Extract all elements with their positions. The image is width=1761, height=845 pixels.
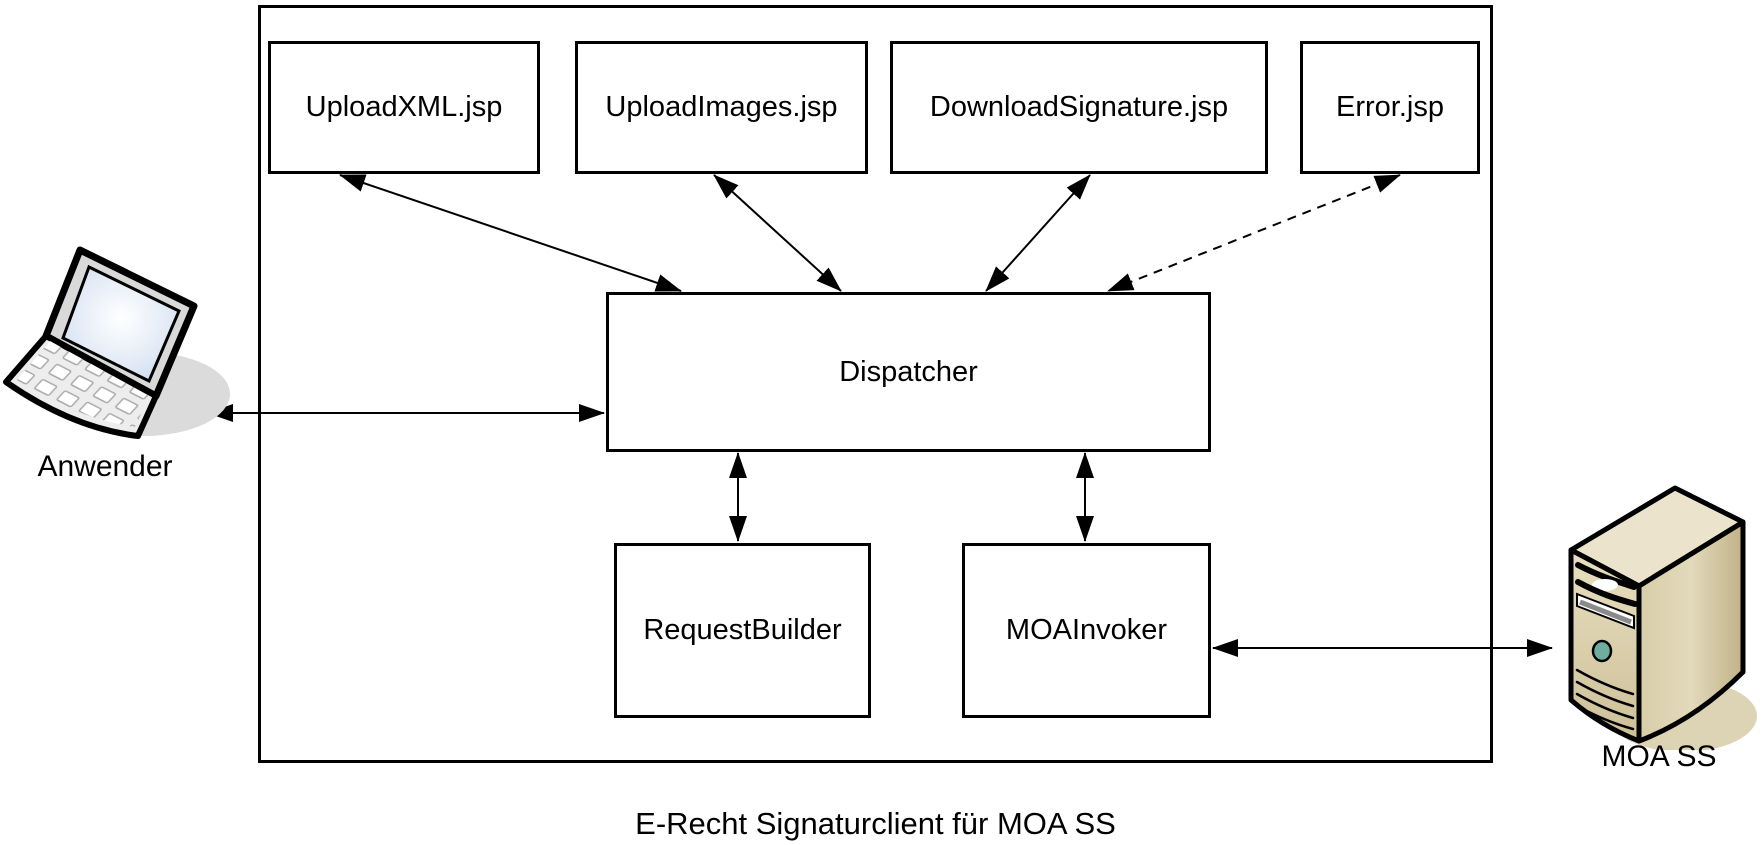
laptop-keyboard [17, 341, 149, 427]
edge-error-dispatcher [1107, 174, 1401, 292]
node-dispatcher: Dispatcher [606, 292, 1211, 452]
server-icon [1568, 485, 1757, 750]
node-downloadsignature: DownloadSignature.jsp [890, 41, 1268, 174]
edge-uploadimages-dispatcher [713, 174, 842, 292]
server-vents [1575, 668, 1635, 731]
server-slot-highlight [1592, 579, 1618, 591]
node-errorjsp: Error.jsp [1300, 41, 1480, 174]
anwender-label: Anwender [37, 450, 173, 483]
server-cd-slit [1579, 599, 1632, 625]
node-uploadxml: UploadXML.jsp [268, 41, 540, 174]
moa-ss-label: MOA SS [1601, 740, 1717, 773]
system-boundary [258, 5, 1493, 763]
server-side-face [1636, 519, 1746, 744]
node-moainvoker: MOAInvoker [962, 543, 1211, 718]
server-slot-bottom [1575, 579, 1638, 607]
laptop-front-edge [135, 401, 155, 435]
diagram-caption: E-Recht Signaturclient für MOA SS [635, 806, 1116, 841]
node-uploadimages: UploadImages.jsp [575, 41, 868, 174]
laptop-icon [3, 246, 230, 439]
node-requestbuilder: RequestBuilder [614, 543, 871, 718]
server-slot-top [1575, 562, 1637, 590]
server-power-button [1591, 639, 1613, 663]
laptop-screen [61, 264, 181, 384]
edge-uploadxml-dispatcher [339, 174, 682, 292]
edge-downloadsignature-dispatcher [985, 174, 1091, 292]
